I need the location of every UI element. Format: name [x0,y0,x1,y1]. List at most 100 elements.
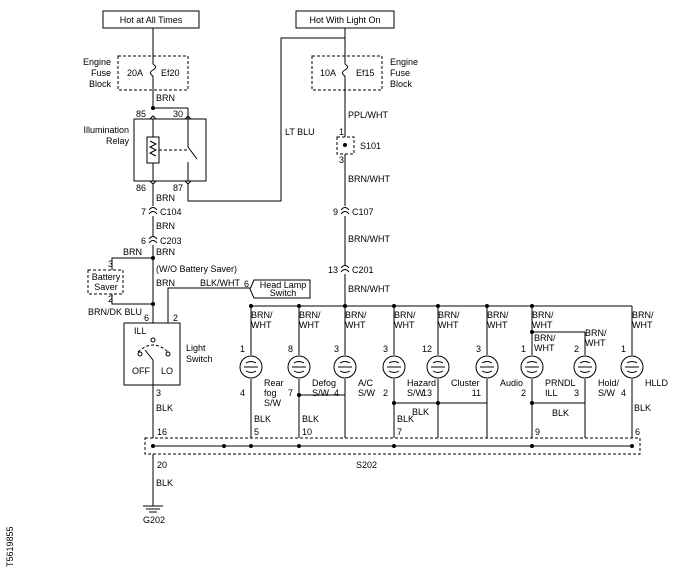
switch-pin-bottom: 2 [521,388,526,398]
switch-label-ac: A/C [358,378,374,388]
switch-pin-bottom: 4 [621,388,626,398]
fuse-ef20-amp: 20A [127,68,143,78]
battery-saver-label-2: Saver [94,282,118,292]
wire-color-label: WHT [487,320,508,330]
wire-color-label: WHT [532,320,553,330]
switch-pin-bottom: 11 [472,388,481,398]
junction-dot [249,444,253,448]
light-switch-label-1: Light [186,343,206,353]
connector-name: C107 [352,207,374,217]
head-lamp-switch-ref: 6 Head Lamp Switch [244,279,311,299]
wire-color-label: BRN/ [487,310,509,320]
junction-dot [485,304,489,308]
switch-pin-top: 3 [383,344,388,354]
wire-color-blk: BLK [552,408,569,418]
fuse-ef15-amp: 10A [320,68,336,78]
wire-color-brn: BRN [123,247,142,257]
switch-label-defog: S/W [312,388,330,398]
head-lamp-label-2: Switch [270,288,297,298]
wire [394,379,488,404]
switch-label-hazard: Hazard [407,378,436,388]
connector-c107: 9 C107 [333,207,374,217]
wire-color-blk: BLK [397,414,414,424]
illumination-relay: Illumination Relay 85 30 86 87 [83,108,207,193]
wire-color-lt-blu: LT BLU [285,127,315,137]
battery-saver-pin-2: 2 [108,294,113,304]
fuse-block-label-3: Block [89,79,112,89]
wire-color-label: BRN/ [438,310,460,320]
switch-label-rear-fog: S/W [264,398,282,408]
wire-color-brn: BRN [156,278,175,288]
connector-c203: 6 C203 [141,236,182,246]
head-lamp-label-1: Head Lamp [260,280,307,290]
splice-pin-1: 1 [339,127,344,137]
wire-color-label: BRN/ [532,310,554,320]
switch-label-prndl: PRNDL [545,378,576,388]
wire-color-label: WHT [345,320,366,330]
wire-color-label: WHT [534,343,555,353]
rail-label: Hot at All Times [120,15,183,25]
splice-s202: S202 16 20 [144,427,641,470]
battery-saver-label-1: Battery [92,272,121,282]
wire-color-label: BRN/ [394,310,416,320]
switch-pin-top: 3 [334,344,339,354]
wire-color-blk: BLK [156,478,173,488]
battery-saver: Battery Saver 3 2 [87,259,124,304]
switch-pin-bottom: 4 [240,388,245,398]
lamp-filament-icon [244,361,258,373]
lamp-filament-icon [387,361,401,373]
switch-ground-pin: 7 [397,427,402,437]
switch-ground-pin: 9 [535,427,540,437]
fuse-block-label-2: Fuse [91,68,111,78]
switch-pin-top: 2 [574,344,579,354]
junction-dot [530,304,534,308]
wire-color-brn-wht: BRN/WHT [348,174,390,184]
rail-hot-with-light-on: Hot With Light On [295,10,395,29]
fuse-block-label-1: Engine [390,57,418,67]
switch-position-off: OFF [132,366,150,376]
switch-pin-top: 3 [476,344,481,354]
connector-c201: 13 C201 [328,265,374,275]
battery-saver-note: (W/O Battery Saver) [156,264,237,274]
wire-color-label: BRN/ [632,310,654,320]
wire-color-blk: BLK [634,403,651,413]
connector-pin: 7 [141,207,146,217]
wire-color-label: BRN/ [345,310,367,320]
wire-color-brn: BRN [156,221,175,231]
ground-pin-20: 20 [157,460,167,470]
light-switch-pin-6: 6 [144,313,149,323]
junction-dot [630,444,634,448]
junction-dot [297,304,301,308]
switch-label-hold: Hold/ [598,378,620,388]
switch-pin-bottom: 3 [574,388,579,398]
wire-color-blk: BLK [156,403,173,413]
wire [299,379,346,396]
junction-dot [392,401,396,405]
wire-color-brn: BRN [156,93,175,103]
wire-color-blk: BLK [302,414,319,424]
wire-color-label: WHT [585,338,606,348]
switch-pin-bottom: 4 [334,388,339,398]
ground-name: G202 [143,515,165,525]
switch-label-rear-fog: fog [264,388,277,398]
light-switch-label-2: Switch [186,354,213,364]
lamp-filament-icon [625,361,639,373]
wire-color-brn-wht: BRN/WHT [348,234,390,244]
lamp-filament-icon [338,361,352,373]
switch-ground-pin: 10 [302,427,312,437]
fuse-ef20-name: Ef20 [161,68,180,78]
splice-name: S202 [356,460,377,470]
switch-position-lo: LO [161,366,173,376]
junction-dot [436,401,440,405]
connector-c104: 7 C104 [141,207,182,217]
switch-position-ill: ILL [134,326,147,336]
switch-pin-bottom: 2 [383,388,388,398]
connector-name: C203 [160,236,182,246]
junction-dot [392,304,396,308]
fuse-block-label-1: Engine [83,57,111,67]
wire-color-label: BRN/ [251,310,273,320]
wire-color-ppl-wht: PPL/WHT [348,110,389,120]
switch-ground-pin: 5 [254,427,259,437]
connector-pin: 13 [328,265,338,275]
